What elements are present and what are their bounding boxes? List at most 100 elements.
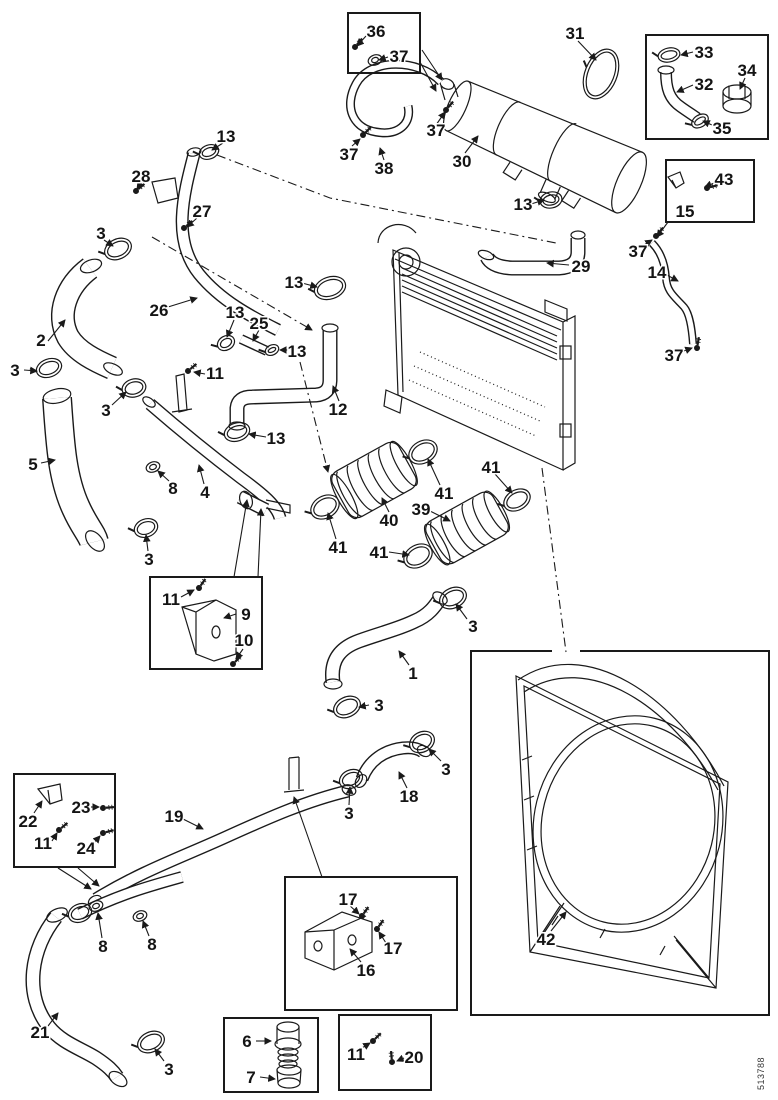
bolt-icon — [653, 226, 664, 239]
callout-41: 41 — [482, 458, 501, 477]
callout-39: 39 — [412, 500, 431, 519]
hose-clamp-icon — [307, 275, 347, 301]
tube-bracket-28 — [151, 177, 179, 204]
inset-box-clip-15-43 — [665, 159, 755, 223]
callout-36: 36 — [367, 22, 386, 41]
grommet-icon — [145, 461, 161, 473]
plug-cap-7 — [276, 1064, 302, 1089]
hose-end — [79, 258, 103, 274]
leader-line — [396, 1054, 405, 1062]
bolt-icon — [374, 919, 385, 932]
hose-clamp-icon — [651, 47, 681, 63]
callout-13: 13 — [288, 342, 307, 361]
callout-25: 25 — [250, 314, 269, 333]
support-bracket-9 — [181, 599, 237, 662]
callout-6: 6 — [242, 1032, 251, 1051]
hose-clamp-icon — [582, 48, 620, 100]
leader-line — [40, 457, 56, 466]
hose-clamp-icon — [192, 143, 220, 161]
leader-line — [348, 904, 360, 915]
inset-box-bracket-9-10-11 — [149, 576, 263, 670]
leader-line — [739, 77, 747, 90]
callout-9: 9 — [241, 605, 250, 624]
callout-8: 8 — [168, 479, 177, 498]
callout-41: 41 — [435, 484, 454, 503]
hose-clamp-icon — [432, 586, 467, 610]
leader-line — [378, 931, 387, 944]
hose-core — [326, 596, 445, 683]
hose-clamp-icon — [533, 191, 563, 209]
hose-core — [146, 400, 285, 520]
hose-end — [323, 678, 343, 690]
bolt-icon — [388, 1050, 395, 1065]
bolt-icon — [359, 906, 370, 919]
callout-13: 13 — [267, 429, 286, 448]
callout-16: 16 — [357, 961, 376, 980]
callout-11: 11 — [162, 590, 180, 609]
leader-line — [378, 147, 386, 161]
callout-13: 13 — [285, 273, 304, 292]
hose-clamp-icon — [304, 494, 340, 520]
callout-37: 37 — [390, 47, 409, 66]
callout-27: 27 — [193, 202, 212, 221]
leader-line — [252, 329, 260, 342]
hose-end — [46, 907, 68, 923]
pipe-end — [142, 396, 156, 408]
grommet-icon — [88, 900, 104, 912]
hose-core — [650, 241, 696, 345]
callout-3: 3 — [101, 401, 110, 420]
hose-clamp-icon — [210, 334, 236, 352]
callout-31: 31 — [566, 24, 585, 43]
clamp-bracket-22 — [36, 783, 63, 805]
dash-reference-line — [216, 154, 557, 244]
callout-3: 3 — [164, 1060, 173, 1079]
callout-41: 41 — [370, 543, 389, 562]
hose-clamp-icon — [402, 730, 436, 754]
inset-box-fan-shroud-42 — [470, 650, 770, 1016]
hose-core — [52, 259, 117, 378]
callout-41: 41 — [329, 538, 348, 557]
hose-clamp-icon — [497, 488, 531, 512]
static-parts — [25, 59, 752, 1089]
hose-core — [481, 238, 585, 275]
bolt-icon — [56, 822, 69, 833]
bellows-hose-39 — [423, 490, 511, 566]
leader-line — [546, 259, 570, 268]
hose-core — [43, 397, 108, 547]
leader-line — [419, 61, 437, 92]
hose-clamp-icon — [217, 421, 251, 443]
leader-line — [167, 296, 198, 308]
inset-box-bracket-22-23-24 — [13, 773, 116, 868]
callout-17: 17 — [384, 939, 403, 958]
leader-line — [680, 49, 694, 58]
hose-core — [77, 872, 184, 919]
callout-30: 30 — [453, 152, 472, 171]
callout-24: 24 — [77, 839, 96, 858]
hose-end — [85, 530, 105, 552]
hose-end — [42, 387, 72, 405]
leader-line — [235, 648, 244, 660]
bolt-icon — [694, 336, 702, 351]
callout-28: 28 — [132, 167, 151, 186]
callout-26: 26 — [150, 301, 169, 320]
callout-43: 43 — [715, 170, 734, 189]
leader-line — [464, 135, 479, 154]
filler-cap — [722, 84, 752, 114]
hose-clamp-icon — [684, 113, 709, 129]
callout-11: 11 — [347, 1045, 365, 1064]
callout-13: 13 — [226, 303, 245, 322]
support-bracket-16 — [304, 911, 373, 971]
hose-core — [177, 152, 281, 335]
callout-15: 15 — [676, 202, 695, 221]
leader-line — [381, 497, 390, 513]
hose-core — [239, 335, 269, 355]
bolt-icon — [360, 126, 372, 138]
leader-line — [92, 835, 101, 845]
leader-line — [248, 431, 267, 439]
fan-shroud — [515, 663, 729, 989]
leader-line — [301, 281, 318, 289]
leader-line — [427, 458, 441, 486]
inset-box-filler-neck-group — [645, 34, 769, 140]
bolt-icon — [230, 655, 242, 667]
